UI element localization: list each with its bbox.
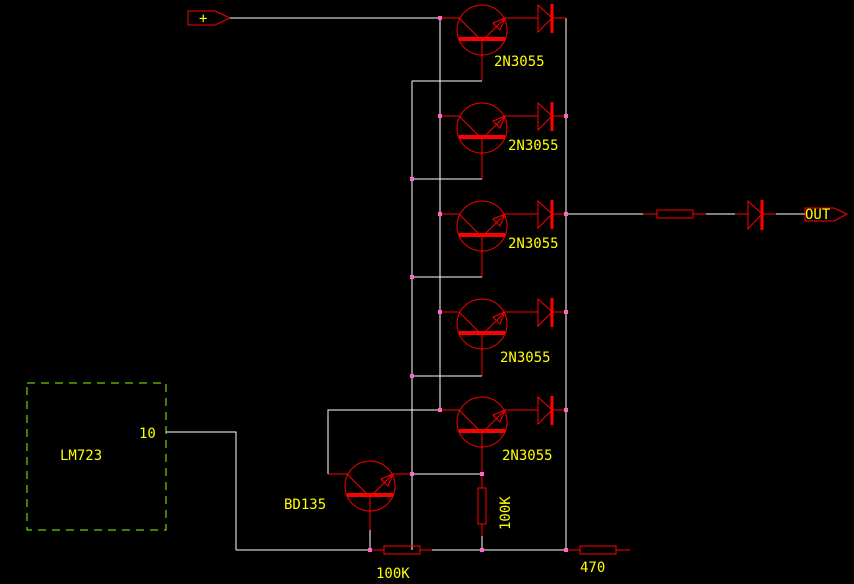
diode-1[interactable] xyxy=(537,3,566,34)
diode-4[interactable] xyxy=(537,297,566,328)
output-port-label: OUT xyxy=(805,207,831,223)
resistor-100k-horizontal-label: 100K xyxy=(376,566,410,582)
output-resistor[interactable] xyxy=(643,209,706,219)
pass-transistor-label: 2N3055 xyxy=(500,350,551,366)
pass-transistor-label: 2N3055 xyxy=(502,448,553,464)
pass-transistor-4[interactable]: 2N3055 xyxy=(440,298,551,376)
output-port[interactable]: OUT xyxy=(804,207,849,223)
pass-transistor-3[interactable]: 2N3055 xyxy=(440,200,559,277)
lm723-pin-label: 10 xyxy=(139,426,156,442)
driver-transistor-bd135[interactable]: BD135 xyxy=(284,460,412,530)
diode-2[interactable] xyxy=(537,101,566,132)
pass-transistor-label: 2N3055 xyxy=(508,138,559,154)
junction-dot xyxy=(564,408,568,412)
junction-dot xyxy=(438,16,442,20)
pass-transistor-2[interactable]: 2N3055 xyxy=(440,102,559,179)
input-port-label: + xyxy=(199,11,207,27)
resistor-470[interactable]: 470 xyxy=(566,545,630,576)
resistor-470-label: 470 xyxy=(580,560,605,576)
diode-5[interactable] xyxy=(537,395,566,426)
junction-dot xyxy=(410,374,414,378)
pass-transistor-5[interactable]: 2N3055 xyxy=(440,396,553,474)
resistor-100k-horizontal[interactable]: 100K xyxy=(370,545,432,582)
junction-dot xyxy=(480,548,484,552)
resistor-100k-vertical[interactable]: 100K xyxy=(477,430,514,536)
output-diode[interactable] xyxy=(735,199,776,231)
input-port[interactable]: + xyxy=(187,10,232,27)
resistor-100k-vertical-label: 100K xyxy=(498,496,514,530)
junction-dot xyxy=(564,310,568,314)
junction-dot xyxy=(564,548,568,552)
lm723-label: LM723 xyxy=(60,448,102,464)
junction-dot xyxy=(438,408,442,412)
junction-dot xyxy=(564,114,568,118)
junction-dot xyxy=(438,114,442,118)
pass-transistor-1[interactable]: 2N3055 xyxy=(440,4,545,81)
bd135-label: BD135 xyxy=(284,497,326,513)
junction-dot xyxy=(564,212,568,216)
lm723-ic[interactable]: LM723 10 xyxy=(26,382,167,531)
pass-transistor-label: 2N3055 xyxy=(494,54,545,70)
diode-3[interactable] xyxy=(537,199,566,230)
pass-transistor-label: 2N3055 xyxy=(508,236,559,252)
junction-dot xyxy=(368,548,372,552)
junction-dot xyxy=(410,472,414,476)
lm723-output-wire xyxy=(166,431,237,550)
junction-dot xyxy=(410,177,414,181)
junction-dots xyxy=(368,16,568,552)
junction-dot xyxy=(410,275,414,279)
driver-collector-wire xyxy=(327,409,440,474)
junction-dot xyxy=(438,310,442,314)
junction-dot xyxy=(480,472,484,476)
junction-dot xyxy=(438,212,442,216)
